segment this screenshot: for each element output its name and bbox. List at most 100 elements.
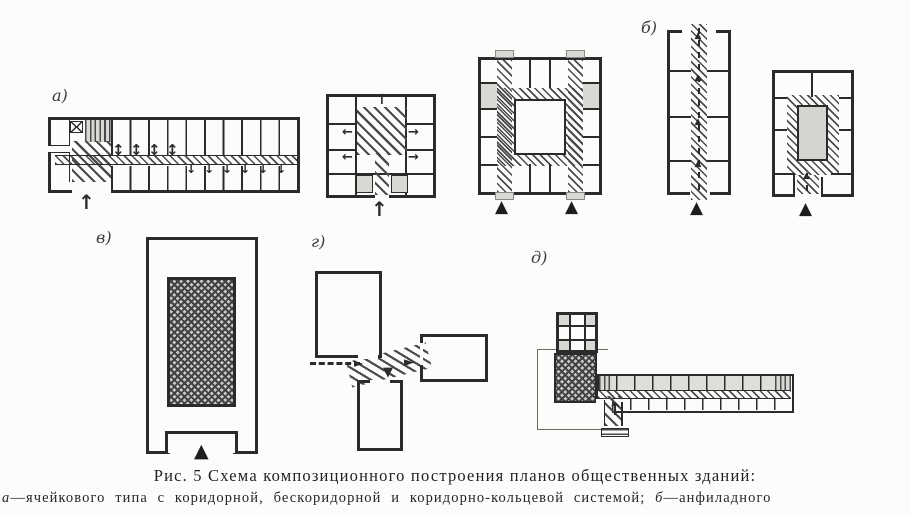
wall-line	[559, 339, 595, 341]
entrance-arrow-icon: ↑	[371, 197, 388, 221]
wall-line	[831, 173, 851, 175]
wall-line	[716, 30, 728, 33]
wall-line	[839, 97, 851, 99]
room-cells-top-row	[111, 120, 297, 155]
movement-dashed-line	[697, 28, 701, 196]
hall-checkered-block	[554, 353, 597, 403]
corridor-band	[55, 155, 297, 165]
wall-line	[707, 70, 728, 72]
wall-line	[670, 70, 691, 72]
stair-cell	[391, 175, 408, 193]
entrance-opening	[375, 195, 389, 198]
flow-arrow-down-icon: ↓	[204, 162, 215, 176]
flow-arrow-left-icon: ←	[342, 150, 353, 165]
wall-line	[775, 97, 787, 99]
room-bottom-left	[51, 152, 70, 182]
wall-line	[793, 173, 795, 194]
flow-pointer-right-icon: ►	[404, 355, 414, 370]
entrance-triangle-icon: ▲	[690, 198, 704, 218]
room-top-left	[51, 120, 70, 146]
movement-arrowhead-icon: ▲	[694, 31, 702, 41]
wall-line	[559, 325, 595, 327]
plan-b-label: б)	[641, 18, 658, 37]
central-core-hatch	[357, 107, 407, 155]
wall-line	[549, 164, 551, 192]
flow-arrow-updown-icon: ↕	[148, 141, 161, 159]
plan-d-label: д)	[531, 248, 548, 267]
wall-line	[583, 108, 599, 110]
pavilion-block-1	[315, 271, 382, 359]
flow-arrow-updown-icon: ↕	[166, 141, 179, 159]
flow-arrow-up-icon: ↑	[376, 92, 388, 108]
wall-line	[407, 123, 433, 125]
plan-a-ring-building	[478, 50, 602, 200]
tinted-room	[481, 82, 497, 108]
staircase-hatch	[85, 120, 111, 142]
movement-arrowhead-icon: ▲	[694, 159, 702, 169]
legend-item-a-text: —ячейкового типа с коридорной, бескоридо…	[10, 490, 656, 506]
plan-a-corridor-building: ↕ ↕ ↕ ↕ ↓ ↓ ↓ ↓ ↓ ↓	[48, 117, 300, 193]
entrance-arrow-icon: ↑	[608, 400, 623, 420]
movement-arrowhead-icon: ▲	[803, 171, 810, 181]
wing-cells-top-row	[598, 376, 791, 390]
entrance-stub-hatch	[605, 396, 621, 426]
wall-line	[529, 60, 531, 88]
wall-line	[621, 402, 623, 426]
tinted-room	[583, 82, 599, 108]
wall-line	[407, 149, 433, 151]
flow-arrow-down-icon: ↓	[240, 162, 251, 176]
figure-caption-title: Рис. 5 Схема композиционного построения …	[153, 466, 757, 485]
wall-line	[583, 164, 599, 166]
plan-v-label: в)	[96, 228, 112, 247]
flow-arrow-down-icon: ↓	[276, 162, 287, 176]
movement-arrowhead-icon: ▲	[694, 73, 702, 83]
wall-line	[569, 315, 571, 350]
flow-pointer-down-icon: ▼	[383, 365, 393, 380]
staircase-hatch	[599, 376, 612, 390]
corridor-tab	[495, 50, 514, 58]
wall-line	[775, 173, 793, 175]
core-stem-hatch	[375, 153, 389, 195]
wall-line	[775, 129, 787, 131]
legend-item-b-key: б	[655, 490, 664, 506]
flow-arrow-down-icon: ↓	[186, 162, 197, 176]
figure-caption-legend: а—ячейкового типа с коридорной, бескорид…	[2, 490, 908, 507]
wing-corridor-band	[598, 390, 791, 399]
flow-arrow-right-icon: →	[408, 125, 419, 140]
wall-line	[329, 123, 355, 125]
plan-g-label: г)	[311, 232, 326, 251]
wall-line	[549, 60, 551, 88]
entrance-opening	[72, 190, 111, 193]
staircase-hatch	[775, 376, 791, 390]
corridor-band	[497, 60, 512, 192]
wall-line	[670, 116, 691, 118]
corridor-wing	[595, 374, 794, 414]
wall-line	[710, 192, 728, 195]
corridor-band	[568, 60, 583, 192]
wing-opening	[595, 399, 598, 413]
flow-arrow-down-icon: ↓	[222, 162, 233, 176]
central-hall	[797, 105, 828, 161]
corridor-tab	[566, 50, 585, 58]
main-hall-checkered	[167, 277, 236, 407]
entrance-triangle-icon: ▲	[565, 197, 579, 217]
block-opening	[370, 379, 390, 383]
tinted-cell	[559, 315, 569, 325]
block-opening	[419, 343, 423, 365]
wall-line	[481, 136, 497, 138]
entrance-opening	[795, 194, 821, 197]
flow-arrow-right-icon: →	[408, 150, 419, 165]
wall-line	[355, 97, 357, 195]
cell-block	[556, 312, 598, 353]
block-opening	[358, 355, 378, 359]
entrance-arrow-icon: ↑	[78, 190, 95, 214]
tinted-cell	[586, 341, 595, 350]
entrance-triangle-icon: ▲	[799, 199, 813, 219]
courtyard	[514, 99, 566, 155]
movement-dashed-line	[806, 173, 809, 195]
entrance-triangle-icon: ▲	[495, 197, 509, 217]
wall-line	[707, 116, 728, 118]
wing-cells-bottom-row	[612, 399, 791, 410]
tinted-cell	[559, 341, 569, 350]
